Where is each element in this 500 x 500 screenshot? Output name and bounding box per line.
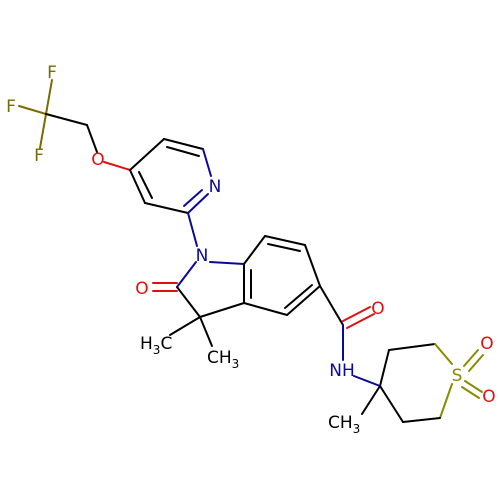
bond-cf3-f2 — [18, 105, 47, 115]
atom-o-ether: O — [91, 150, 104, 170]
bond-th-s-c6 — [439, 383, 453, 419]
atom-f1: F — [47, 63, 57, 83]
bond-c3-me2 — [199, 316, 213, 347]
bonds — [18, 79, 484, 423]
bond-c2-c3 — [176, 286, 201, 318]
atom-n-pyridine: N — [209, 177, 222, 197]
bond-bz-c4-c3a — [243, 302, 288, 316]
bond-c4-methyl — [361, 385, 381, 415]
atom-s-ring: S — [452, 366, 463, 386]
bond-cf3-f1 — [45, 79, 53, 115]
bond-cf3-f3 — [39, 113, 47, 149]
bond-th-c3-c2 — [388, 343, 436, 351]
bond-bz-c6-c5 — [304, 244, 321, 287]
bond-cf3-ch2 — [45, 113, 88, 126]
bond-py-n1 — [187, 212, 198, 247]
bond-s-o2-b — [461, 386, 480, 399]
bond-c3-me1 — [169, 316, 201, 336]
atom-f2: F — [6, 97, 16, 117]
bond-nh-c4 — [353, 375, 381, 387]
bond-o-pyridine — [103, 161, 131, 171]
bond-s-o1-a — [463, 349, 479, 367]
bond-bz-c7a-c7 — [243, 235, 266, 265]
bond-py-c4-c3 — [129, 138, 165, 171]
bond-s-o1-b — [468, 354, 484, 372]
bond-th-c5-c4 — [379, 385, 404, 423]
bond-n1-c7a — [209, 261, 245, 265]
atom-o-sulfonyl-2: O — [482, 387, 495, 407]
atom-o-lactam: O — [135, 279, 148, 299]
atom-o-sulfonyl-1: O — [480, 334, 493, 354]
bond-py-c5-c4-inner — [138, 171, 153, 199]
bond-th-c6-c5 — [402, 417, 441, 423]
atom-nh-amide: NH — [329, 361, 355, 381]
atom-o-amide: O — [371, 299, 384, 319]
bond-n1-c2 — [176, 261, 197, 288]
atom-n-indole: N — [196, 246, 209, 266]
bond-py-c6-c5 — [144, 202, 189, 214]
atom-f3: F — [34, 146, 44, 166]
bond-py-c5-c4 — [129, 169, 146, 204]
bond-bz-c7-c6-inner — [267, 243, 301, 252]
bond-bz-c7-c6 — [264, 235, 306, 246]
bond-py-c3-c2 — [163, 138, 204, 150]
bond-th-c4-c3 — [379, 349, 390, 387]
bond-py-c3-c2-inner — [166, 146, 200, 157]
bond-c3-c3a — [199, 302, 245, 318]
bond-camide-o-b — [346, 313, 375, 329]
atom-labels: F F F O N N O O NH S O O H3C CH3 CH3 — [6, 63, 496, 436]
atom-methyl-1: H3C — [140, 334, 172, 357]
bond-py-c2-n — [202, 148, 212, 177]
bond-ch2-o — [86, 124, 98, 153]
atom-methyl-2: CH3 — [207, 348, 239, 371]
bond-s-o2-a — [464, 380, 483, 393]
atom-methyl-3: CH3 — [328, 413, 360, 436]
bond-c5-camide — [319, 285, 344, 326]
bond-th-c2-s — [434, 343, 453, 365]
bond-py-n-c6-inner — [183, 189, 203, 207]
bond-bz-c5-c4 — [286, 285, 321, 316]
bond-bz-c5-c4-inner — [284, 284, 313, 309]
bond-py-n-c6 — [187, 193, 209, 214]
bond-camide-o-a — [342, 306, 371, 322]
